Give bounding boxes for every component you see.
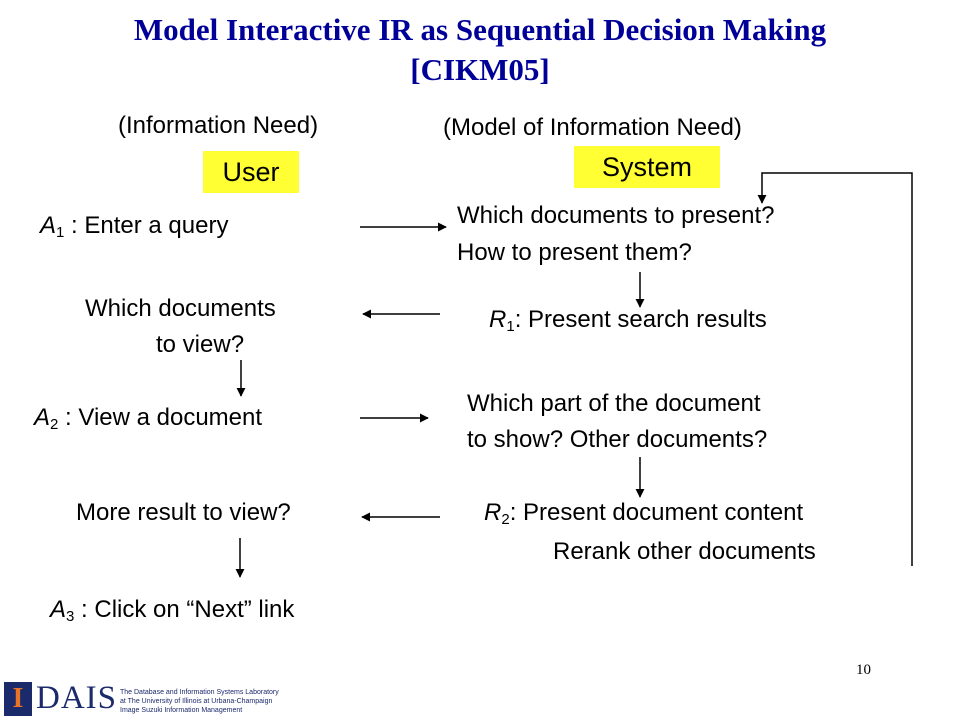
user-question-2: More result to view?: [76, 499, 291, 526]
step-r2-line-2: Rerank other documents: [553, 538, 816, 565]
system-question-2-line-1: Which part of the document: [467, 390, 761, 417]
title-line-1: Model Interactive IR as Sequential Decis…: [133, 12, 827, 47]
feedback-loop-arrow: [757, 172, 913, 566]
system-question-1-line-1: Which documents to present?: [457, 202, 775, 229]
user-badge: User: [203, 151, 299, 193]
step-a2-sub: 2: [50, 416, 59, 433]
step-r1-sub: 1: [506, 318, 515, 335]
step-a2-text: : View a document: [58, 404, 263, 431]
step-r2-letter: R: [484, 499, 502, 526]
step-a2: A2 : View a document: [34, 403, 262, 433]
step-a2-letter: A: [34, 404, 51, 431]
user-caption: (Information Need): [118, 112, 319, 139]
slide-title: Model Interactive IR as Sequential Decis…: [0, 10, 960, 90]
step-a3: A3 : Click on “Next” link: [50, 595, 294, 625]
step-r1: R1: Present search results: [489, 305, 767, 335]
step-r2: R2: Present document content: [484, 498, 803, 528]
lab-line-2: at The University of Illinois at Urbana-…: [120, 698, 273, 705]
step-a1-text: : Enter a query: [64, 212, 229, 239]
step-a1: A1 : Enter a query: [40, 211, 228, 241]
step-a3-letter: A: [50, 596, 67, 623]
step-r1-letter: R: [489, 306, 507, 333]
illinois-logo-icon: I: [4, 682, 32, 716]
step-r2-sub: 2: [501, 511, 510, 528]
system-question-2-line-2: to show? Other documents?: [467, 426, 768, 453]
system-badge: System: [574, 146, 720, 188]
system-caption: (Model of Information Need): [443, 114, 742, 141]
user-question-1-line-2: to view?: [156, 331, 245, 358]
step-r2-text: : Present document content: [509, 499, 804, 526]
page-number: 10: [856, 662, 871, 678]
step-r1-text: : Present search results: [514, 306, 767, 333]
dais-logo-text: DAIS: [36, 680, 118, 716]
lab-line-3: Image Suzuki Information Management: [120, 707, 243, 714]
step-a3-text: : Click on “Next” link: [74, 596, 295, 623]
title-line-2: [CIKM05]: [410, 52, 550, 87]
step-a1-sub: 1: [56, 224, 65, 241]
step-a1-letter: A: [40, 212, 57, 239]
step-a3-sub: 3: [66, 608, 75, 625]
user-question-1-line-1: Which documents: [85, 295, 276, 322]
system-question-1-line-2: How to present them?: [457, 239, 692, 266]
lab-line-1: The Database and Information Systems Lab…: [120, 689, 279, 696]
